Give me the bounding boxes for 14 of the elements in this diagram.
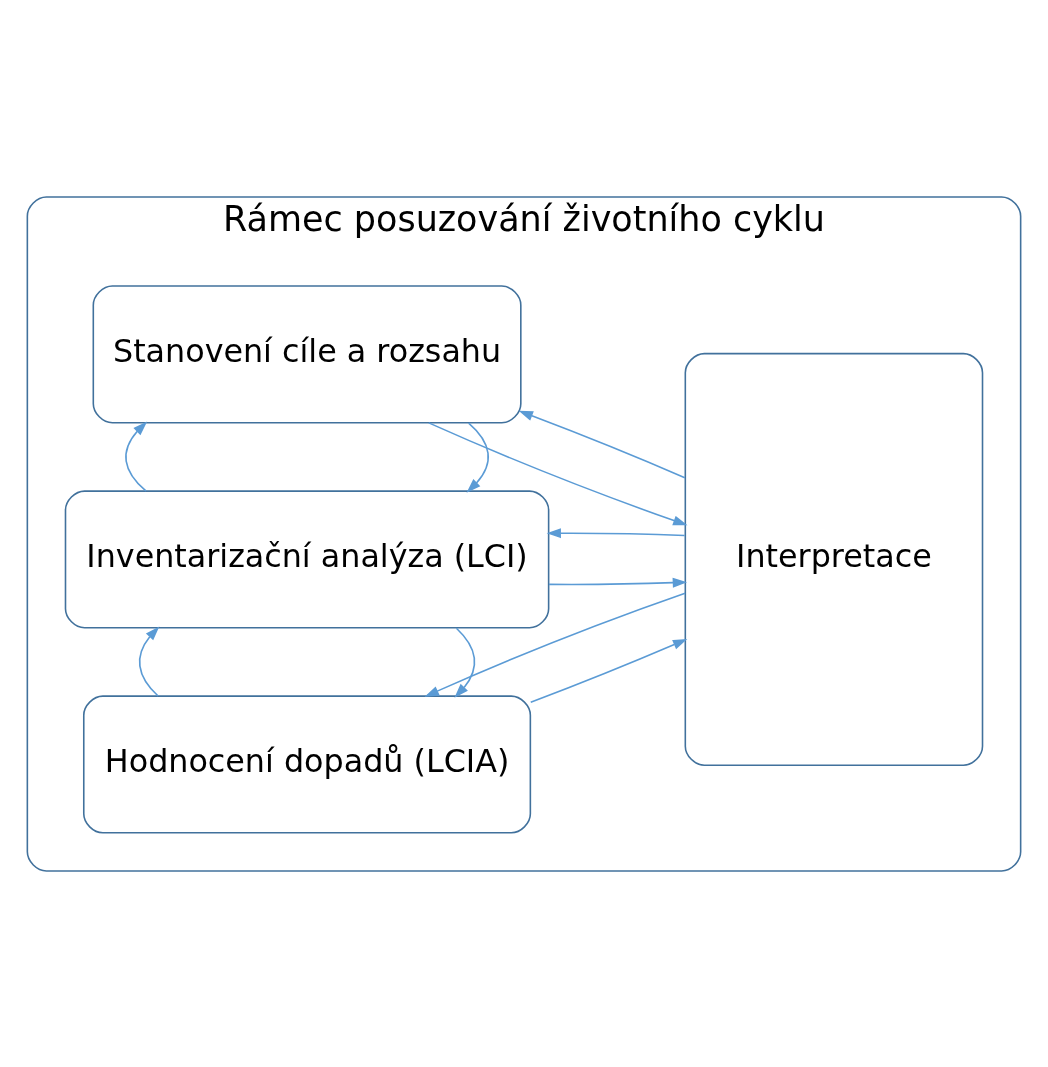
arrow [424,591,686,697]
arrow [466,421,489,493]
arrow [529,638,688,703]
node-box: Hodnocení dopadů (LCIA) [82,694,532,834]
arrow [548,577,688,588]
node-box: Stanovení cíle a rozsahu [92,284,522,424]
arrow [546,527,686,538]
node-box: Interpretace [684,352,984,766]
node-box: Inventarizační analýza (LCI) [64,489,550,629]
arrow [138,625,160,697]
arrow [454,626,476,698]
arrow [518,410,686,479]
arrow [125,421,148,492]
arrow [428,421,688,525]
